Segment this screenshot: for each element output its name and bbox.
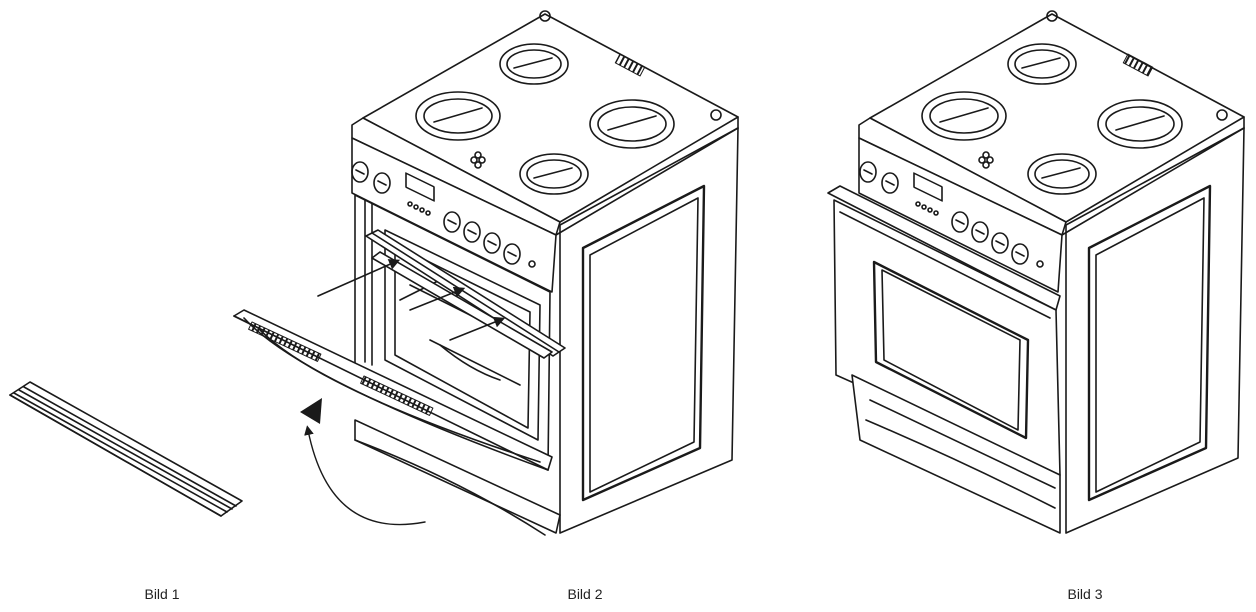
hot-plate	[589, 99, 675, 149]
hot-plate	[1007, 43, 1077, 85]
hot-plate	[415, 91, 501, 141]
storage-drawer	[851, 374, 1061, 534]
storage-drawer	[354, 419, 561, 534]
control-knob	[859, 161, 877, 183]
zone-indicator	[470, 151, 486, 169]
control-knob	[991, 232, 1009, 254]
control-knob	[463, 221, 481, 243]
figure-2-cooker-open	[233, 10, 739, 536]
hot-plate	[499, 43, 569, 85]
control-knob	[503, 243, 521, 265]
door-rail-insertion	[365, 229, 566, 359]
figure-1-caption: Bild 1	[144, 586, 180, 602]
hot-plate	[519, 153, 589, 195]
oven-door-closed	[827, 185, 1061, 476]
figure-2-caption: Bild 2	[567, 586, 603, 602]
display-window	[405, 172, 435, 202]
figure-1-rail-strip	[9, 381, 243, 517]
control-knob	[443, 211, 461, 233]
control-knob	[373, 172, 391, 194]
oven-door-open	[233, 309, 553, 471]
hot-plate	[921, 91, 1007, 141]
hot-plate	[1027, 153, 1097, 195]
control-knob	[351, 161, 369, 183]
rotation-arrow-icon	[304, 425, 426, 526]
control-knob	[483, 232, 501, 254]
insertion-arrow-icon	[409, 286, 466, 311]
figure-3-cooker-closed	[827, 10, 1245, 534]
figure-3-caption: Bild 3	[1067, 586, 1103, 602]
vent-grille-icon	[614, 53, 646, 77]
control-knob	[971, 221, 989, 243]
control-knob	[1011, 243, 1029, 265]
zone-indicator	[978, 151, 994, 169]
insertion-arrow-icon	[449, 316, 506, 341]
hot-plate	[1097, 99, 1183, 149]
vent-grille-icon	[1122, 53, 1154, 77]
control-knob	[881, 172, 899, 194]
insertion-arrow-icon	[317, 259, 401, 297]
control-knob	[951, 211, 969, 233]
display-window	[913, 172, 943, 202]
